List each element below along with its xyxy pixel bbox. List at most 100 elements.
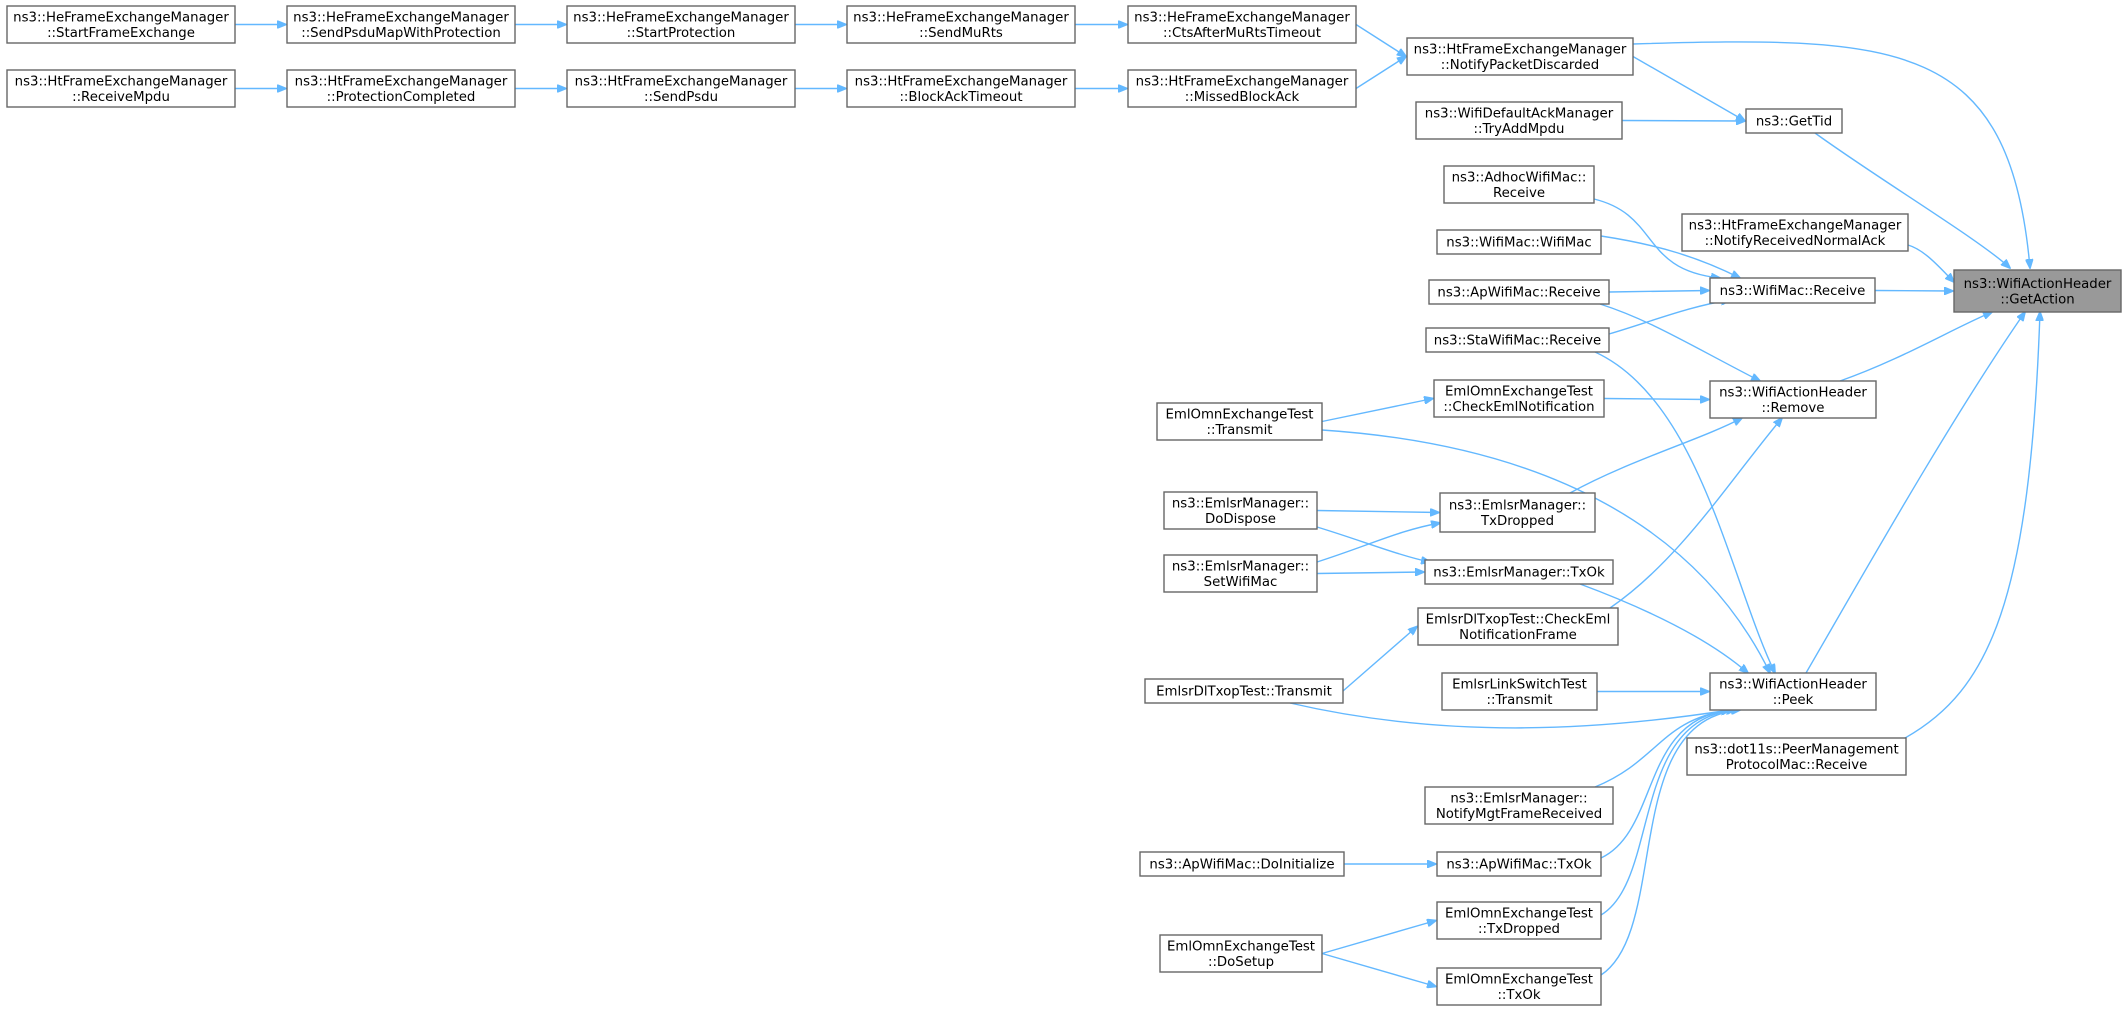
node-label: EmlOmnExchangeTest	[1165, 407, 1313, 422]
node-label: ::StartProtection	[627, 26, 736, 41]
edge-emlsr-tx-dropped-to-action-remove	[1569, 418, 1742, 494]
node-ht-receive-mpdu[interactable]: ns3::HtFrameExchangeManager::ReceiveMpdu	[6, 69, 236, 108]
node-box	[286, 69, 516, 108]
node-box	[1144, 678, 1344, 704]
edge-emlsr-set-wifi-mac-to-emlsr-tx-ok	[1316, 572, 1424, 574]
node-dl-txop-check-eml[interactable]: EmlsrDlTxopTest::CheckEmlNotificationFra…	[1417, 607, 1619, 646]
node-get-action[interactable]: ns3::WifiActionHeader::GetAction	[1953, 269, 2122, 313]
node-eml-tx-ok[interactable]: EmlOmnExchangeTest::TxOk	[1436, 967, 1602, 1006]
node-emlsr-notify-mgt[interactable]: ns3::EmlsrManager::NotifyMgtFrameReceive…	[1424, 786, 1614, 825]
node-label: ns3::HeFrameExchangeManager	[1134, 10, 1350, 25]
node-label: ns3::EmlsrManager::TxOk	[1433, 566, 1605, 581]
node-wifi-mac-receive[interactable]: ns3::WifiMac::Receive	[1709, 277, 1876, 304]
node-box	[1443, 165, 1595, 204]
node-he-send-mu-rts[interactable]: ns3::HeFrameExchangeManager::SendMuRts	[846, 5, 1076, 44]
edge-dl-txop-transmit-to-action-peek	[1289, 702, 1730, 729]
node-dot11s-receive[interactable]: ns3::dot11s::PeerManagementProtocolMac::…	[1686, 737, 1907, 776]
node-label: NotificationFrame	[1459, 628, 1577, 643]
edge-ht-missed-block-ack-to-ht-notify-packet-discarded	[1355, 57, 1406, 90]
node-he-start-frame-exchange[interactable]: ns3::HeFrameExchangeManager::StartFrameE…	[6, 5, 236, 44]
node-label: ::Remove	[1762, 401, 1825, 416]
node-label: ns3::HtFrameExchangeManager	[1689, 218, 1902, 233]
node-ap-receive[interactable]: ns3::ApWifiMac::Receive	[1428, 279, 1610, 305]
node-label: ns3::HtFrameExchangeManager	[855, 74, 1068, 89]
node-dl-txop-transmit[interactable]: EmlsrDlTxopTest::Transmit	[1144, 678, 1344, 704]
node-box	[566, 69, 796, 108]
node-label: ::Peek	[1773, 693, 1814, 708]
edge-ap-receive-to-wifi-mac-receive	[1608, 291, 1709, 293]
edge-dl-txop-transmit-to-dl-txop-check-eml	[1342, 627, 1417, 692]
node-ht-block-ack-timeout[interactable]: ns3::HtFrameExchangeManager::BlockAckTim…	[846, 69, 1076, 108]
node-ht-missed-block-ack[interactable]: ns3::HtFrameExchangeManager::MissedBlock…	[1127, 69, 1357, 108]
node-he-cts-after-mu-rts[interactable]: ns3::HeFrameExchangeManager::CtsAfterMuR…	[1127, 5, 1357, 44]
node-label: ns3::EmlsrManager::	[1450, 791, 1587, 806]
node-label: ::TxDropped	[1478, 922, 1560, 937]
node-label: ::Transmit	[1207, 423, 1273, 438]
node-label: ::SendPsdu	[644, 90, 718, 105]
node-label: ::CheckEmlNotification	[1443, 400, 1594, 415]
node-emlsr-tx-dropped[interactable]: ns3::EmlsrManager::TxDropped	[1439, 492, 1596, 533]
node-label: ns3::HtFrameExchangeManager	[15, 74, 228, 89]
node-ht-notify-received-normal-ack[interactable]: ns3::HtFrameExchangeManager::NotifyRecei…	[1681, 213, 1909, 252]
node-eml-do-setup[interactable]: EmlOmnExchangeTest::DoSetup	[1159, 934, 1323, 973]
node-box	[1159, 934, 1323, 973]
node-action-peek[interactable]: ns3::WifiActionHeader::Peek	[1709, 672, 1877, 711]
node-box	[6, 69, 236, 108]
edge-ht-notify-packet-discarded-to-get-action	[1632, 41, 2030, 268]
node-action-remove[interactable]: ns3::WifiActionHeader::Remove	[1709, 380, 1877, 419]
node-label: ::ReceiveMpdu	[72, 90, 170, 105]
node-ht-notify-packet-discarded[interactable]: ns3::HtFrameExchangeManager::NotifyPacke…	[1406, 37, 1634, 76]
node-label: ::SendMuRts	[919, 26, 1003, 41]
node-label: ns3::HtFrameExchangeManager	[1136, 74, 1349, 89]
edge-eml-transmit-to-action-peek	[1321, 429, 1770, 673]
node-box	[1681, 213, 1909, 252]
node-ap-tx-ok[interactable]: ns3::ApWifiMac::TxOk	[1436, 851, 1602, 877]
node-he-start-protection[interactable]: ns3::HeFrameExchangeManager::StartProtec…	[566, 5, 796, 44]
node-box	[1436, 851, 1602, 877]
node-emlsr-do-dispose[interactable]: ns3::EmlsrManager::DoDispose	[1163, 491, 1318, 530]
node-label: ::DoSetup	[1208, 955, 1274, 970]
node-ht-send-psdu[interactable]: ns3::HtFrameExchangeManager::SendPsdu	[566, 69, 796, 108]
node-box	[1415, 101, 1623, 140]
node-label: EmlOmnExchangeTest	[1445, 384, 1593, 399]
node-wifi-mac-wifi-mac[interactable]: ns3::WifiMac::WifiMac	[1436, 229, 1602, 255]
node-label: DoDispose	[1205, 512, 1276, 527]
node-label: ns3::HeFrameExchangeManager	[573, 10, 789, 25]
node-box	[1709, 277, 1876, 304]
node-eml-tx-dropped[interactable]: EmlOmnExchangeTest::TxDropped	[1436, 901, 1602, 940]
node-label: ns3::dot11s::PeerManagement	[1694, 742, 1898, 757]
node-box	[1709, 672, 1877, 711]
node-get-tid[interactable]: ns3::GetTid	[1745, 108, 1843, 134]
node-he-send-psdu-map[interactable]: ns3::HeFrameExchangeManager::SendPsduMap…	[286, 5, 516, 44]
node-box	[1436, 967, 1602, 1006]
edge-adhoc-receive-to-wifi-mac-receive	[1593, 198, 1720, 278]
node-emlsr-set-wifi-mac[interactable]: ns3::EmlsrManager::SetWifiMac	[1163, 554, 1318, 593]
node-label: ns3::HeFrameExchangeManager	[293, 10, 509, 25]
node-label: ::StartFrameExchange	[47, 26, 195, 41]
node-box	[1127, 69, 1357, 108]
node-label: ns3::HtFrameExchangeManager	[575, 74, 788, 89]
node-eml-transmit[interactable]: EmlOmnExchangeTest::Transmit	[1156, 402, 1323, 441]
edge-eml-do-setup-to-eml-tx-ok	[1321, 952, 1436, 987]
node-box	[1424, 559, 1614, 585]
node-link-switch-transmit[interactable]: EmlsrLinkSwitchTest::Transmit	[1441, 672, 1598, 711]
node-sta-receive[interactable]: ns3::StaWifiMac::Receive	[1425, 327, 1610, 353]
node-label: ns3::AdhocWifiMac::	[1452, 170, 1587, 185]
node-eml-check-eml[interactable]: EmlOmnExchangeTest::CheckEmlNotification	[1433, 379, 1605, 418]
node-label: EmlOmnExchangeTest	[1445, 906, 1593, 921]
node-box	[286, 5, 516, 44]
node-emlsr-tx-ok[interactable]: ns3::EmlsrManager::TxOk	[1424, 559, 1614, 585]
edge-wifi-mac-wifi-mac-to-wifi-mac-receive	[1600, 235, 1740, 278]
node-adhoc-receive[interactable]: ns3::AdhocWifiMac::Receive	[1443, 165, 1595, 204]
node-box	[1441, 672, 1598, 711]
node-box	[1439, 492, 1596, 533]
node-ht-protection-completed[interactable]: ns3::HtFrameExchangeManager::ProtectionC…	[286, 69, 516, 108]
node-label: EmlsrDlTxopTest::Transmit	[1156, 685, 1332, 700]
node-box	[1139, 851, 1345, 877]
node-box	[1417, 607, 1619, 646]
node-default-ack-try-add[interactable]: ns3::WifiDefaultAckManager::TryAddMpdu	[1415, 101, 1623, 140]
node-box	[1156, 402, 1323, 441]
node-ap-do-initialize[interactable]: ns3::ApWifiMac::DoInitialize	[1139, 851, 1345, 877]
node-box	[1406, 37, 1634, 76]
node-label: ns3::ApWifiMac::Receive	[1437, 286, 1600, 301]
